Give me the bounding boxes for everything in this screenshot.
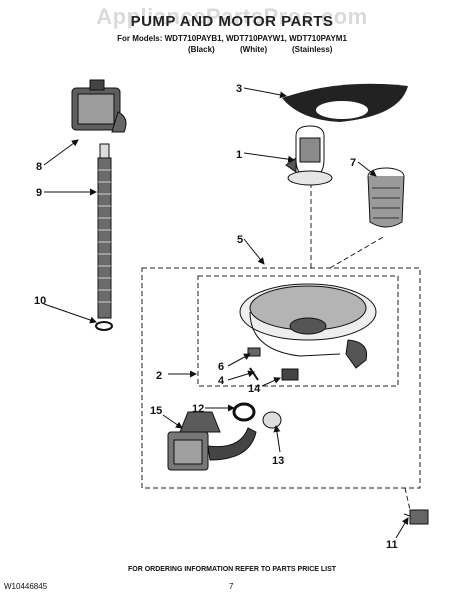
filter-cup-part-7	[367, 167, 405, 228]
document-number: W10446845	[4, 582, 48, 591]
screw-part-4	[249, 367, 259, 381]
callout-1: 1	[236, 149, 242, 161]
ordering-note: FOR ORDERING INFORMATION REFER TO PARTS …	[127, 566, 337, 573]
connector-part-11	[403, 509, 429, 525]
callout-8: 8	[36, 161, 42, 173]
sump-assembly-outline	[141, 267, 421, 489]
sump-part-5	[239, 283, 377, 369]
callout-5: 5	[237, 234, 243, 246]
sump-inner-outline	[197, 275, 399, 387]
variant-black: (Black)	[188, 45, 215, 54]
callout-4: 4	[218, 375, 225, 387]
callout-10: 10	[34, 295, 46, 307]
callout-13: 13	[272, 455, 284, 467]
watermark: AppliancePartsPros.com	[96, 4, 368, 29]
callout-3: 3	[236, 83, 242, 95]
callout-12: 12	[192, 403, 204, 415]
callout-14: 14	[248, 383, 261, 395]
hose-clamp-part-10	[95, 321, 113, 331]
variant-white: (White)	[240, 45, 268, 54]
callout-6: 6	[218, 361, 224, 373]
models-line: For Models: WDT710PAYB1, WDT710PAYW1, WD…	[117, 34, 347, 43]
page-number: 7	[229, 582, 234, 591]
callout-7: 7	[350, 157, 356, 169]
motor-part-8	[71, 79, 127, 133]
fine-filter-part-3	[282, 83, 408, 122]
grommet-part-14	[281, 368, 299, 381]
pump-housing-part-1	[285, 125, 333, 186]
callout-11: 11	[386, 539, 398, 551]
page-title: PUMP AND MOTOR PARTS	[130, 13, 334, 30]
callout-9: 9	[36, 187, 42, 199]
drain-hose-part-9	[97, 143, 112, 319]
circulation-motor-part-15	[167, 411, 257, 471]
variant-stainless: (Stainless)	[292, 45, 333, 54]
seal-part-12	[232, 402, 256, 422]
callout-15: 15	[150, 405, 162, 417]
callout-2: 2	[156, 370, 162, 382]
adapter-part-13	[262, 411, 282, 429]
bracket-part-6	[247, 347, 261, 357]
